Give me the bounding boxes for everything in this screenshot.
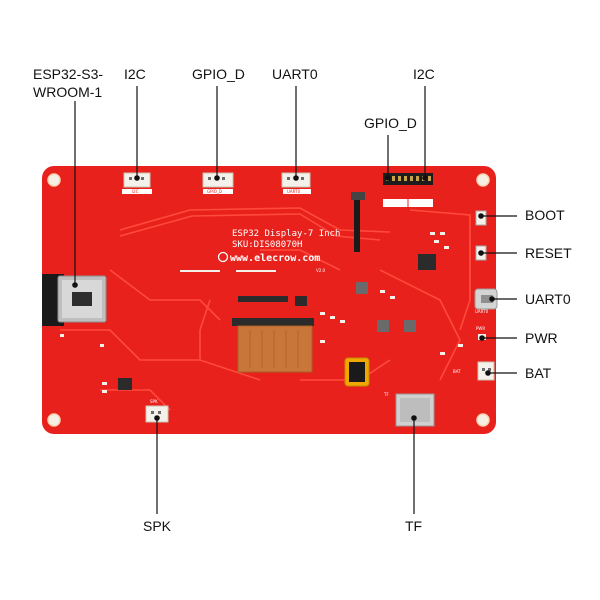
bat-connector: [477, 361, 495, 381]
tf-card-slot: [395, 393, 435, 427]
silk-pwr: PWR: [476, 326, 485, 331]
label-uart0-side: UART0: [525, 291, 571, 307]
silk-gpio: GPIO_D: [207, 189, 222, 194]
board-url: www.elecrow.com: [230, 253, 320, 264]
silk-spk: SPK: [150, 399, 158, 404]
silkscreen: ESP32 Display-7 Inch SKU:DIS08070H www.e…: [132, 189, 489, 404]
leader-lines: [74, 86, 517, 514]
label-bat: BAT: [525, 365, 552, 381]
label-boot: BOOT: [525, 207, 565, 223]
silk-bat: BAT: [453, 369, 461, 374]
mounting-holes: [47, 173, 490, 427]
label-esp32-line1: ESP32-S3-: [33, 66, 104, 82]
label-reset: RESET: [525, 245, 572, 261]
label-i2c-right: I2C: [413, 66, 435, 82]
esp32-module: [42, 274, 107, 326]
board-sku: SKU:DIS08070H: [232, 240, 302, 250]
board-title: ESP32 Display-7 Inch: [232, 229, 340, 239]
label-esp32-line2: WROOM-1: [33, 84, 103, 100]
label-gpio-right: GPIO_D: [364, 115, 417, 131]
silk-uart-side: UART0: [475, 309, 489, 314]
ic-chips: [118, 254, 436, 390]
silk-i2c: I2C: [132, 189, 139, 194]
label-tf: TF: [405, 518, 423, 534]
label-i2c-left: I2C: [124, 66, 146, 82]
silk-tf: TF: [383, 392, 389, 397]
pcb-traces: [60, 207, 471, 411]
leader-dots: [72, 175, 495, 421]
label-gpio-left: GPIO_D: [192, 66, 245, 82]
label-spk: SPK: [143, 518, 172, 534]
label-pwr: PWR: [525, 330, 558, 346]
elecrow-logo-icon: [217, 251, 229, 263]
board-version: V2.0: [316, 268, 326, 273]
display-flex-connector: [232, 318, 314, 373]
silk-uart: UART0: [287, 189, 301, 194]
smd-components: [60, 232, 463, 393]
label-uart0-top: UART0: [272, 66, 318, 82]
